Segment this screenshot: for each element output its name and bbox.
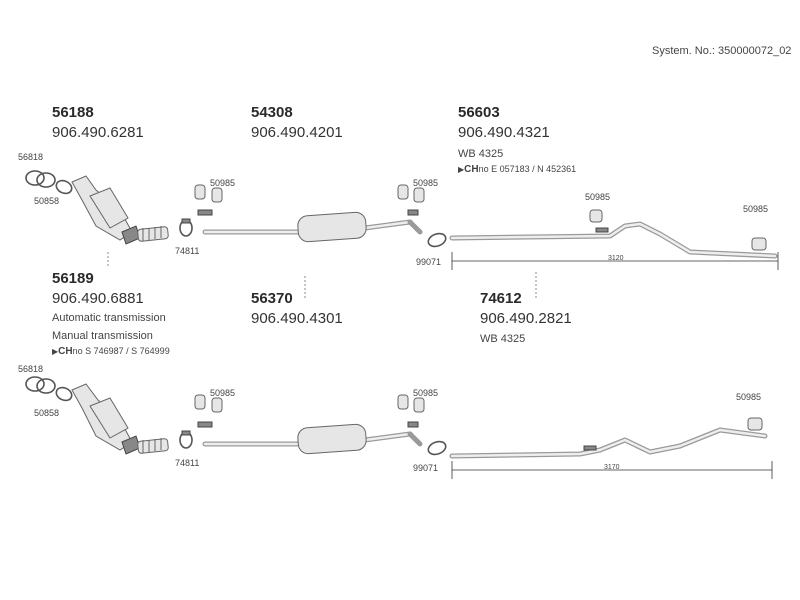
clip-99071-row2[interactable] [426,439,447,456]
rear-pipe-row2[interactable] [449,417,768,459]
cat-code-alt: 56189 [52,270,94,287]
system-number: System. No.: 350000072_02 [652,45,792,57]
ring-50858-row1[interactable] [54,178,74,196]
label-56818-row1: 56818 [18,152,44,162]
clamp-74811-row2[interactable] [179,430,193,449]
flex-pipe-row2[interactable] [137,438,169,454]
dimension-row2: 3170 [604,464,620,471]
rear-code-row1: 56603 [458,104,500,121]
label-74811-row1: 74811 [175,246,200,256]
ring-56818-row1[interactable] [25,170,56,188]
label-74811-row2: 74811 [175,458,200,468]
catalytic-converter-row1[interactable] [71,175,141,245]
hanger-50985-b-row2[interactable] [397,394,425,413]
label-56818-row2: 56818 [18,364,44,374]
rear-pipe-row1[interactable] [449,209,778,259]
label-50985-d-row1: 50985 [743,204,769,214]
label-50858-row2: 50858 [34,408,60,418]
label-50985-a-row1: 50985 [210,178,236,188]
row2-drawing [25,376,773,479]
rear-code-alt: 74612 [480,290,522,307]
dimension-line-row2 [451,461,773,479]
clip-99071-row1[interactable] [426,231,447,248]
rear-chno-row1: ▶CHno E 057183 / N 452361 [458,164,577,175]
cat-code-row1: 56188 [52,104,94,121]
rear-part-row1: 906.490.4321 [458,124,550,141]
label-50985-a-row2: 50985 [210,388,236,398]
hanger-50985-b-row1[interactable] [397,184,425,203]
cat-note-automatic: Automatic transmission [52,312,166,324]
rear-wb-alt: WB 4325 [480,333,526,345]
label-50858-row1: 50858 [34,196,60,206]
mid-part-row1: 906.490.4201 [251,124,343,141]
label-50985-c-row1: 50985 [585,192,611,202]
cat-part-row1: 906.490.6281 [52,124,144,141]
label-50985-b-row2: 50985 [413,388,439,398]
rear-wb-row1: WB 4325 [458,148,504,160]
rear-part-alt: 906.490.2821 [480,310,572,327]
cat-chno-alt: ▶CHno S 746987 / S 764999 [52,346,170,357]
mid-code-alt: 56370 [251,290,293,307]
hanger-50985-a-row1[interactable] [194,184,223,203]
ring-56818-row2[interactable] [25,376,56,394]
label-50985-d-row2: 50985 [736,392,762,402]
dimension-row1: 3120 [608,255,624,262]
catalytic-converter-row2[interactable] [71,383,141,455]
label-99071-row1: 99071 [416,257,442,267]
cat-part-alt: 906.490.6881 [52,290,144,307]
hanger-50985-a-row2[interactable] [194,394,223,413]
mid-code-row1: 54308 [251,104,293,121]
cat-note-manual: Manual transmission [52,330,153,342]
flex-pipe-row1[interactable] [137,226,169,242]
label-50985-b-row1: 50985 [413,178,439,188]
ring-50858-row2[interactable] [54,385,74,403]
mid-part-alt: 906.490.4301 [251,310,343,327]
label-99071-row2: 99071 [413,463,439,473]
row1-drawing [25,170,779,270]
clamp-74811-row1[interactable] [179,218,193,237]
dimension-line-row1 [451,252,779,270]
middle-pipe-row1[interactable] [197,209,423,243]
middle-pipe-row2[interactable] [197,421,423,455]
